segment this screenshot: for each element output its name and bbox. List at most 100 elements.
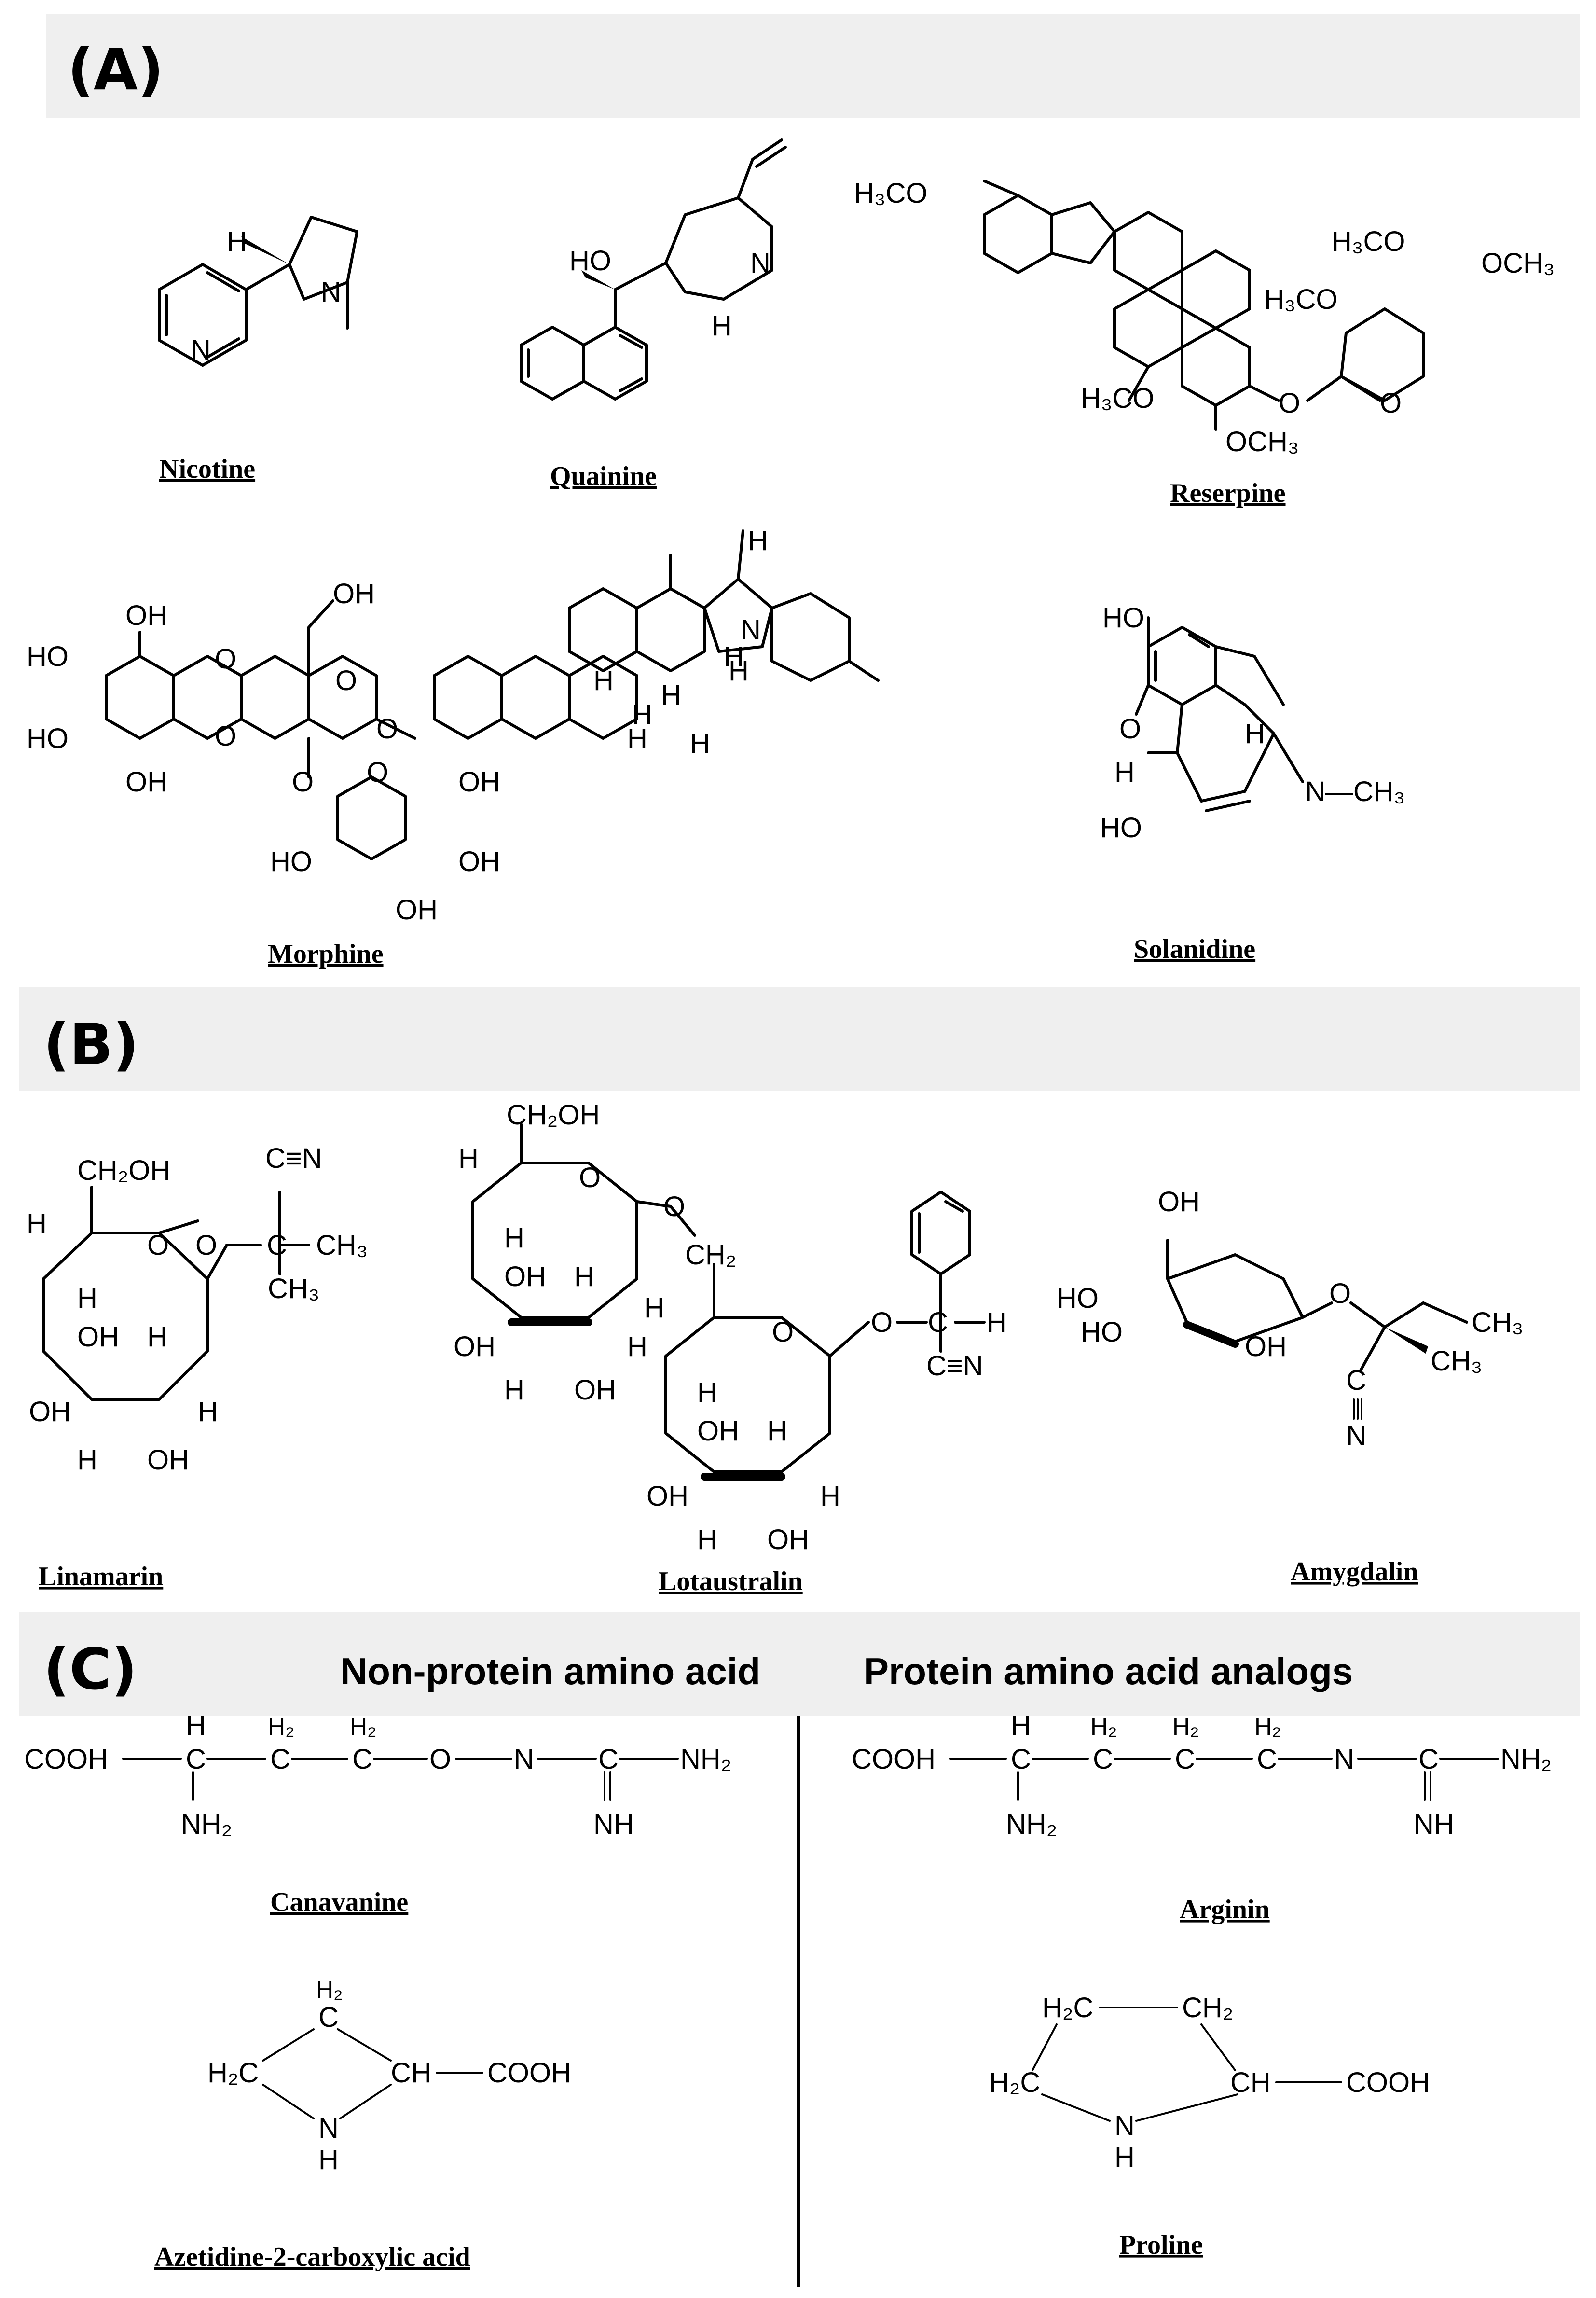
atom-label: C	[1418, 1744, 1439, 1775]
atom-label: O	[429, 1744, 451, 1775]
atom-label: H	[767, 1415, 787, 1447]
atom-label: H	[198, 1396, 218, 1427]
atom-label: COOH	[1346, 2067, 1430, 2098]
atom-label: COOH	[852, 1744, 936, 1775]
atom-label: O	[772, 1316, 794, 1348]
atom-label: H	[147, 1321, 167, 1353]
atom-label: C≡N	[265, 1143, 322, 1174]
atom-label: CH₃	[1431, 1345, 1482, 1377]
atom-label: N	[1334, 1744, 1354, 1775]
atom-label: H₃CO	[854, 178, 928, 209]
atom-label: OCH₃	[1225, 426, 1299, 457]
atom-label: H	[504, 1222, 524, 1254]
atom-label: CH₃	[268, 1273, 319, 1304]
lotaustralin-name: Lotaustralin	[659, 1566, 803, 1596]
atom-label: HO	[569, 245, 611, 277]
atom-label: NH	[1414, 1809, 1454, 1840]
amygdalin-name: Amygdalin	[1291, 1557, 1418, 1587]
atom-label: C	[186, 1744, 206, 1775]
atom-label: C	[267, 1230, 287, 1261]
atom-label: OH	[767, 1524, 809, 1555]
atom-label: OH	[125, 766, 167, 798]
panel-b-header-band	[19, 987, 1580, 1091]
atom-label: C	[928, 1307, 948, 1338]
atom-label: NH₂	[1500, 1744, 1552, 1775]
atom-label: H	[504, 1374, 524, 1406]
atom-label: NH₂	[1006, 1809, 1057, 1840]
atom-label: HO	[1081, 1316, 1123, 1348]
atom-label: N	[1114, 2110, 1135, 2142]
atom-label: NH₂	[680, 1744, 731, 1775]
atom-label: C	[1346, 1365, 1366, 1396]
atom-label: OH	[454, 1331, 495, 1362]
quainine-structure: HO N H	[520, 138, 787, 401]
reserpine-name: Reserpine	[1170, 478, 1286, 508]
atom-label: CH₃	[1472, 1307, 1523, 1338]
atom-label: OH	[333, 578, 375, 609]
atom-label: O	[215, 720, 236, 752]
atom-label: CH	[391, 2057, 431, 2089]
atom-label: H	[712, 310, 732, 342]
atom-label: O	[1119, 713, 1141, 745]
nicotine-name: Nicotine	[159, 454, 255, 484]
atom-label: H	[627, 723, 647, 754]
proline-name: Proline	[1119, 2230, 1203, 2260]
atom-label: H	[820, 1481, 840, 1512]
atom-label: H	[27, 1208, 47, 1239]
solanidine-structure: HO O H H N—CH₃ HO	[1100, 602, 1405, 844]
atom-label: CH₃	[316, 1230, 368, 1261]
atom-label: HO	[27, 641, 69, 672]
azetidine-name: Azetidine-2-carboxylic acid	[154, 2242, 470, 2272]
atom-label: OCH₃	[1481, 248, 1555, 279]
atom-label: C	[318, 2002, 339, 2033]
atom-label: CH	[1230, 2067, 1271, 2098]
atom-label: NH₂	[181, 1809, 232, 1840]
atom-label: HO	[27, 723, 69, 754]
atom-label: HO	[1057, 1283, 1099, 1314]
arginin-name: Arginin	[1180, 1895, 1270, 1924]
atom-label: OH	[647, 1481, 688, 1512]
atom-label: H₂	[350, 1713, 377, 1740]
atom-label: C	[1093, 1744, 1113, 1775]
atom-label: C	[1175, 1744, 1195, 1775]
atom-label: N	[191, 334, 211, 366]
atom-label: H	[644, 1292, 664, 1324]
atom-label: O	[367, 757, 388, 788]
azetidine-structure: H₂ C H₂C CH N H COOH	[207, 1976, 571, 2175]
atom-label: CH₂	[685, 1239, 736, 1271]
atom-label: O	[663, 1191, 685, 1222]
atom-label: H₂C	[207, 2057, 259, 2089]
atom-label: H	[627, 1331, 647, 1362]
atom-label: H	[574, 1261, 594, 1292]
atom-label: OH	[125, 600, 167, 631]
atom-label: OH	[504, 1261, 546, 1292]
atom-label: H	[1114, 757, 1135, 788]
atom-label: H	[690, 728, 710, 759]
atom-label: N	[741, 614, 761, 646]
atom-label: H	[748, 525, 768, 556]
atom-label: OH	[697, 1415, 739, 1447]
atom-label: OH	[29, 1396, 71, 1427]
atom-label: O	[215, 643, 236, 675]
atom-label: C	[1257, 1744, 1277, 1775]
atom-label: H	[1245, 718, 1265, 749]
atom-label: H₂	[1090, 1713, 1117, 1740]
atom-label: N	[1346, 1420, 1366, 1452]
atom-label: H₂	[316, 1976, 343, 2003]
panel-c-label: (C)	[43, 1636, 137, 1703]
atom-label: O	[292, 766, 314, 798]
canavanine-name: Canavanine	[270, 1887, 408, 1917]
non-protein-amino-acid-title: Non-protein amino acid	[340, 1650, 760, 1692]
atom-label: H₂C	[1042, 1992, 1093, 2023]
atom-label: C	[270, 1744, 290, 1775]
amygdalin-structure: OH HO HO OH O CH₃ CH₃ C N	[1057, 1186, 1523, 1452]
atom-label: C≡N	[926, 1350, 983, 1382]
atom-label: H	[729, 655, 749, 687]
atom-label: OH	[1245, 1331, 1287, 1362]
atom-label: CH₂	[1182, 1992, 1233, 2023]
quainine-name: Quainine	[550, 461, 657, 491]
atom-label: N	[750, 248, 770, 279]
atom-label: H	[724, 641, 744, 672]
atom-label: H	[661, 679, 681, 711]
